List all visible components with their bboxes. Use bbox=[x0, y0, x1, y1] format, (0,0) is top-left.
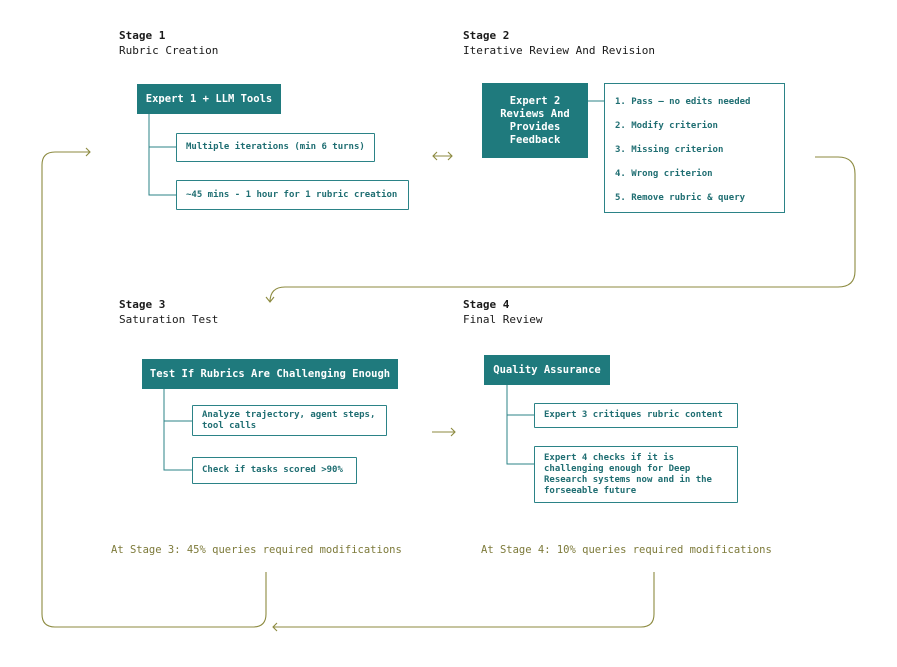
stage-4-header: Stage 4 Final Review bbox=[463, 297, 542, 327]
stage-3-header: Stage 3 Saturation Test bbox=[119, 297, 218, 327]
stage-3-note: At Stage 3: 45% queries required modific… bbox=[111, 544, 402, 556]
outcome-item: 5. Remove rubric & query bbox=[615, 193, 746, 203]
stage-3-item-1: Analyze trajectory, agent steps, tool ca… bbox=[192, 405, 387, 436]
arrow-2-to-3 bbox=[269, 156, 856, 303]
outcome-item: 4. Wrong criterion bbox=[615, 169, 713, 179]
stage-3-item-2: Check if tasks scored >90% bbox=[192, 457, 357, 484]
stage-1-item-1: Multiple iterations (min 6 turns) bbox=[176, 133, 375, 162]
stage-2-header: Stage 2 Iterative Review And Revision bbox=[463, 28, 655, 58]
stage-3-main-box: Test If Rubrics Are Challenging Enough bbox=[142, 359, 398, 389]
stage-2-main-box: Expert 2 Reviews And Provides Feedback bbox=[482, 83, 588, 158]
stage-1-main-box: Expert 1 + LLM Tools bbox=[137, 84, 281, 114]
stage-1-number: Stage 1 bbox=[119, 29, 166, 42]
stage-4-number: Stage 4 bbox=[463, 298, 510, 311]
stage-1-header: Stage 1 Rubric Creation bbox=[119, 28, 218, 58]
stage-4-main-box: Quality Assurance bbox=[484, 355, 610, 385]
double-arrow-1-2 bbox=[432, 151, 453, 161]
stage-3-title: Saturation Test bbox=[119, 313, 219, 326]
stage-4-item-2: Expert 4 checks if it is challenging eno… bbox=[534, 446, 738, 503]
stage-2-title: Iterative Review And Revision bbox=[463, 44, 656, 57]
outcome-item: 3. Missing criterion bbox=[615, 145, 724, 155]
line-stage3-loop bbox=[41, 151, 267, 628]
stage-2-number: Stage 2 bbox=[463, 29, 510, 42]
stage-4-title: Final Review bbox=[463, 313, 543, 326]
line-stage4-down bbox=[273, 572, 655, 628]
outcome-item: 1. Pass — no edits needed bbox=[615, 97, 751, 107]
stage-4-item-1: Expert 3 critiques rubric content bbox=[534, 403, 738, 428]
outcome-item: 2. Modify criterion bbox=[615, 121, 718, 131]
stage-1-title: Rubric Creation bbox=[119, 44, 219, 57]
stage-3-number: Stage 3 bbox=[119, 298, 166, 311]
stage-1-item-2: ~45 mins - 1 hour for 1 rubric creation bbox=[176, 180, 409, 210]
stage-4-note: At Stage 4: 10% queries required modific… bbox=[481, 544, 772, 556]
stage-2-outcome-list: 1. Pass — no edits needed 2. Modify crit… bbox=[604, 83, 785, 213]
